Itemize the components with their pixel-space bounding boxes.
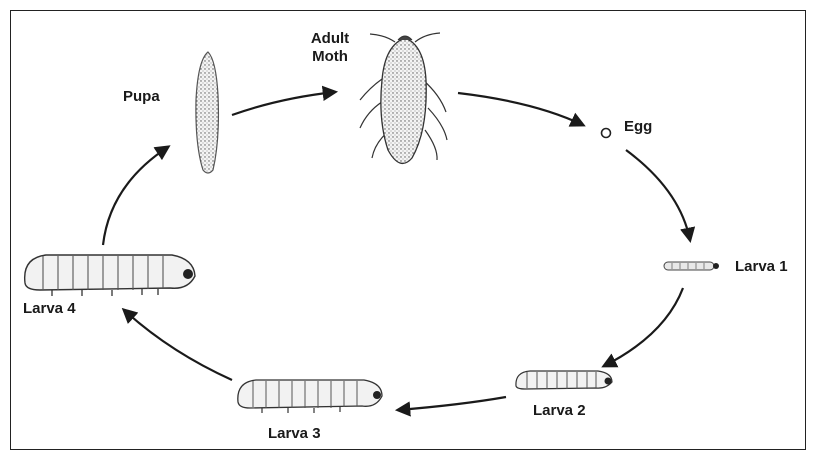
adult-moth-illustration (360, 33, 447, 163)
arrow-pupa-to-adult (232, 92, 335, 115)
pupa-illustration (196, 52, 219, 173)
arrow-larva1-to-larva2 (604, 288, 683, 366)
arrow-egg-to-larva1 (626, 150, 690, 240)
larva2-illustration (516, 371, 612, 389)
adult-moth-label-line1: Adult (300, 30, 360, 48)
larva2-label: Larva 2 (533, 402, 586, 420)
egg-illustration (602, 129, 611, 138)
arrow-larva3-to-larva4 (124, 310, 232, 380)
larva4-illustration (25, 255, 195, 296)
pupa-label: Pupa (123, 88, 160, 106)
larva3-illustration (238, 380, 382, 413)
arrow-larva4-to-pupa (103, 147, 168, 245)
egg-label: Egg (624, 118, 652, 136)
adult-moth-label-line2: Moth (300, 48, 360, 66)
larva4-label: Larva 4 (23, 300, 76, 318)
larva1-label: Larva 1 (735, 258, 788, 276)
arrow-adult-to-egg (458, 93, 583, 125)
adult-moth-label: Adult Moth (300, 30, 360, 66)
arrow-larva2-to-larva3 (398, 397, 506, 410)
larva3-label: Larva 3 (268, 425, 321, 443)
larva1-illustration (664, 262, 719, 270)
